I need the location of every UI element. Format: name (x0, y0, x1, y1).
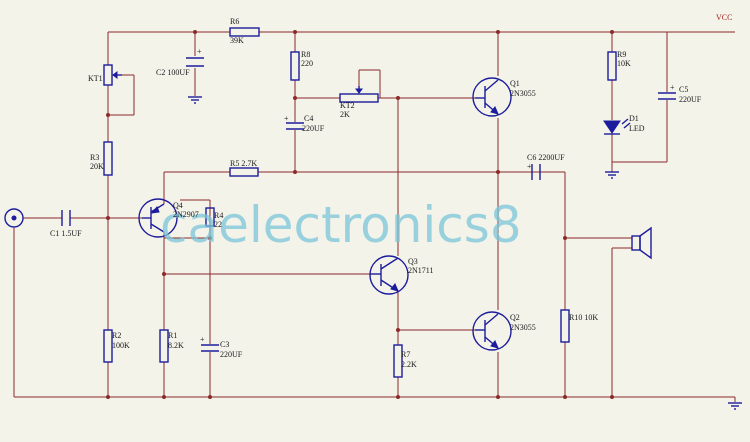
d1-value: LED (629, 124, 645, 133)
ground-icon (728, 402, 742, 410)
kt2-label: KT2 (340, 101, 355, 110)
r1-value: 8.2K (168, 341, 184, 350)
r4-label: R4 (214, 211, 223, 220)
r9-value: 10K (617, 59, 631, 68)
resistor-r1 (159, 329, 169, 363)
r3-value: 20K (90, 162, 104, 171)
c3-value: 220UF (220, 350, 243, 359)
r1-label: R1 (168, 331, 177, 340)
svg-text:+: + (670, 83, 675, 92)
led-d1-icon (603, 118, 631, 135)
svg-text:+: + (200, 335, 205, 344)
capacitor-c1 (61, 210, 71, 226)
resistor-r6 (229, 27, 260, 37)
ground-icon (188, 96, 202, 104)
wires (13, 31, 736, 402)
d1-label: D1 (629, 114, 639, 123)
c5-label: C5 (679, 85, 688, 94)
r3-label: R3 (90, 153, 99, 162)
r5-label: R5 2.7K (230, 159, 257, 168)
transistor-q3 (369, 255, 409, 295)
q1-value: 2N3055 (510, 89, 536, 98)
capacitor-c4: + (284, 114, 304, 130)
resistor-r4 (205, 207, 215, 227)
c3-label: C3 (220, 340, 229, 349)
resistor-r9 (607, 51, 617, 81)
watermark: caelectronics8 (160, 196, 522, 254)
capacitor-c3: + (200, 335, 219, 352)
q3-value: 2N1711 (408, 266, 433, 275)
input-connector-icon (4, 208, 24, 228)
svg-text:+: + (197, 47, 202, 56)
r9-label: R9 (617, 50, 626, 59)
svg-text:+: + (527, 162, 532, 171)
vcc-label: VCC (716, 13, 732, 22)
q3-label: Q3 (408, 257, 418, 266)
speaker-icon (631, 226, 652, 260)
r4-value: 22 (214, 220, 222, 229)
r6-label: R6 (230, 17, 239, 26)
c1-label: C1 1.5UF (50, 229, 82, 238)
resistor-r2 (103, 329, 113, 363)
c6-label: C6 2200UF (527, 153, 565, 162)
junctions (106, 30, 614, 399)
watermark-text: caelectronics8 (160, 196, 522, 254)
c4-label: C4 (304, 114, 313, 123)
c5-value: 220UF (679, 95, 702, 104)
transistor-q4 (138, 198, 178, 238)
r2-label: R2 (112, 331, 121, 340)
r8-label: R8 (301, 50, 310, 59)
potentiometer-kt2 (339, 86, 379, 103)
resistor-r5 (229, 167, 259, 177)
q4-label: Q4 (173, 201, 183, 210)
resistor-r3 (103, 141, 113, 176)
q1-label: Q1 (510, 79, 520, 88)
r7-value: 2.2K (401, 360, 417, 369)
capacitor-c5: + (658, 83, 676, 100)
transistor-q2 (472, 311, 512, 351)
resistor-r7 (393, 344, 403, 378)
r7-label: R7 (401, 350, 410, 359)
potentiometer-kt1 (103, 64, 122, 86)
q2-label: Q2 (510, 313, 520, 322)
c4-value: 220UF (302, 124, 325, 133)
resistor-r10 (560, 309, 570, 343)
r2-value: 100K (112, 341, 130, 350)
r6-value: 39K (230, 36, 244, 45)
c2-label: C2 100UF (156, 68, 190, 77)
ground-icon (605, 171, 619, 179)
kt2-value: 2K (340, 110, 350, 119)
capacitor-c2: + (186, 47, 204, 67)
labels: VCC R6 39K C2 100UF KT1 R3 20K R8 220 KT… (50, 13, 732, 369)
r10-label: R10 10K (569, 313, 598, 322)
resistor-r8 (290, 51, 300, 81)
kt1-label: KT1 (88, 74, 103, 83)
r8-value: 220 (301, 59, 313, 68)
transistor-q1 (472, 77, 512, 117)
q2-value: 2N3055 (510, 323, 536, 332)
capacitor-c6: + (527, 162, 541, 180)
q4-value: 2N2907 (173, 210, 199, 219)
svg-text:+: + (284, 114, 289, 123)
